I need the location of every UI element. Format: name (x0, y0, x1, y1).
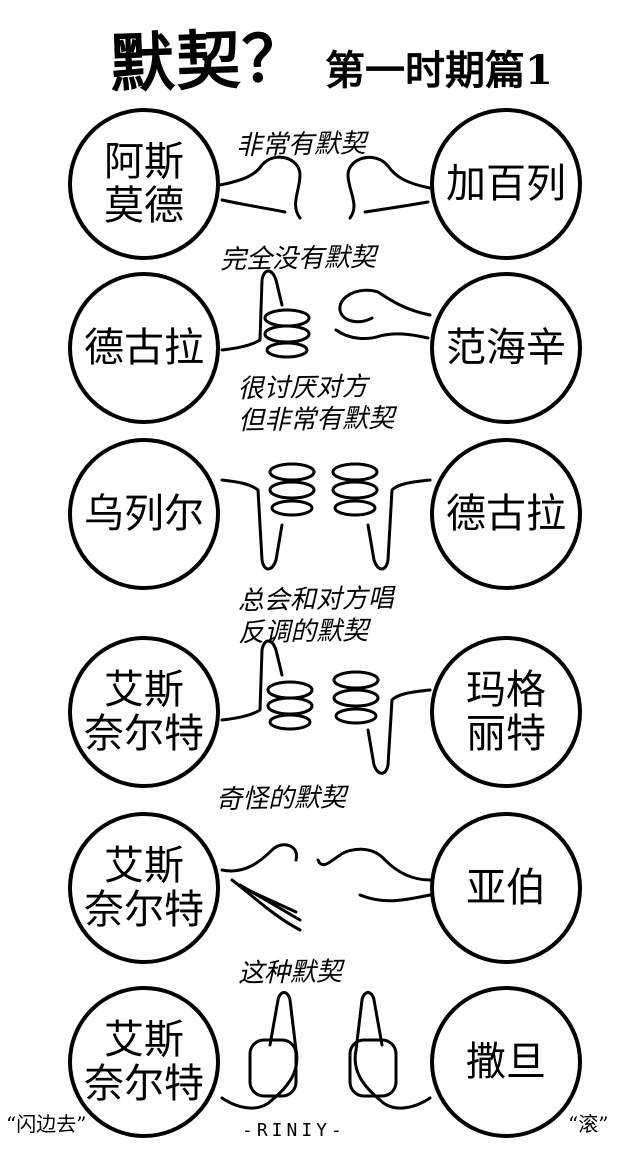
circle-right-row-3: 德古拉 (430, 438, 582, 590)
caption-row-5: 奇怪的默契 (215, 782, 347, 816)
ok-hand-icon (334, 288, 432, 340)
thumbs-down-row4-icon (332, 670, 432, 775)
title-main: 默契？ (108, 20, 310, 103)
caption-row-2: 完全没有默契 (219, 242, 377, 276)
circle-right-row-6: 撒旦 (430, 986, 582, 1138)
heart-hands-icon (218, 155, 432, 220)
circle-left-row-1: 阿斯 莫德 (68, 108, 220, 260)
circle-left-row-5: 艾斯 奈尔特 (68, 812, 220, 964)
title-sub: 第一时期篇1 (325, 47, 553, 94)
half-heart-right-icon (316, 847, 432, 903)
thumbs-up-row4-icon (220, 639, 314, 731)
circle-left-row-2: 德古拉 (68, 272, 220, 424)
name-left-row-4: 艾斯 奈尔特 (84, 667, 204, 757)
circle-right-row-1: 加百列 (430, 108, 582, 260)
name-right-row-1: 加百列 (446, 161, 566, 207)
circle-left-row-4: 艾斯 奈尔特 (68, 636, 220, 788)
artist-signature: -RINIY- (242, 1120, 346, 1141)
circle-right-row-2: 范海辛 (430, 272, 582, 424)
name-left-row-6: 艾斯 奈尔特 (84, 1017, 204, 1107)
name-left-row-3: 乌列尔 (84, 491, 204, 537)
circle-left-row-3: 乌列尔 (68, 438, 220, 590)
title-area: 默契？ 第一时期篇1 (0, 4, 640, 104)
circle-right-row-5: 亚伯 (430, 812, 582, 964)
circle-right-row-4: 玛格 丽特 (430, 636, 582, 788)
caption-row-3: 很讨厌对方 但非常有默契 (237, 372, 395, 437)
thumbs-down-left-icon (220, 462, 316, 571)
name-left-row-5: 艾斯 奈尔特 (84, 843, 204, 933)
name-left-row-2: 德古拉 (84, 325, 204, 371)
name-right-row-2: 范海辛 (446, 325, 566, 371)
caption-row-4: 总会和对方唱 反调的默契 (237, 583, 394, 649)
name-right-row-6: 撒旦 (466, 1039, 546, 1085)
caption-row-1: 非常有默契 (235, 128, 367, 162)
footer-left-quote: “闪边去” (6, 1112, 87, 1136)
footer-right-quote: “滚” (568, 1112, 609, 1136)
middle-finger-left-icon (220, 991, 299, 1110)
name-right-row-4: 玛格 丽特 (466, 667, 546, 757)
circle-left-row-6: 艾斯 奈尔特 (68, 986, 220, 1138)
caption-row-6: 这种默契 (237, 957, 343, 989)
thumbs-down-right-icon (331, 462, 432, 571)
middle-finger-right-icon (348, 991, 432, 1110)
name-right-row-3: 德古拉 (446, 491, 566, 537)
name-left-row-1: 阿斯 莫德 (104, 139, 184, 229)
name-right-row-5: 亚伯 (466, 865, 546, 911)
half-heart-left-icon (220, 843, 302, 932)
thumbs-up-icon (220, 269, 311, 359)
